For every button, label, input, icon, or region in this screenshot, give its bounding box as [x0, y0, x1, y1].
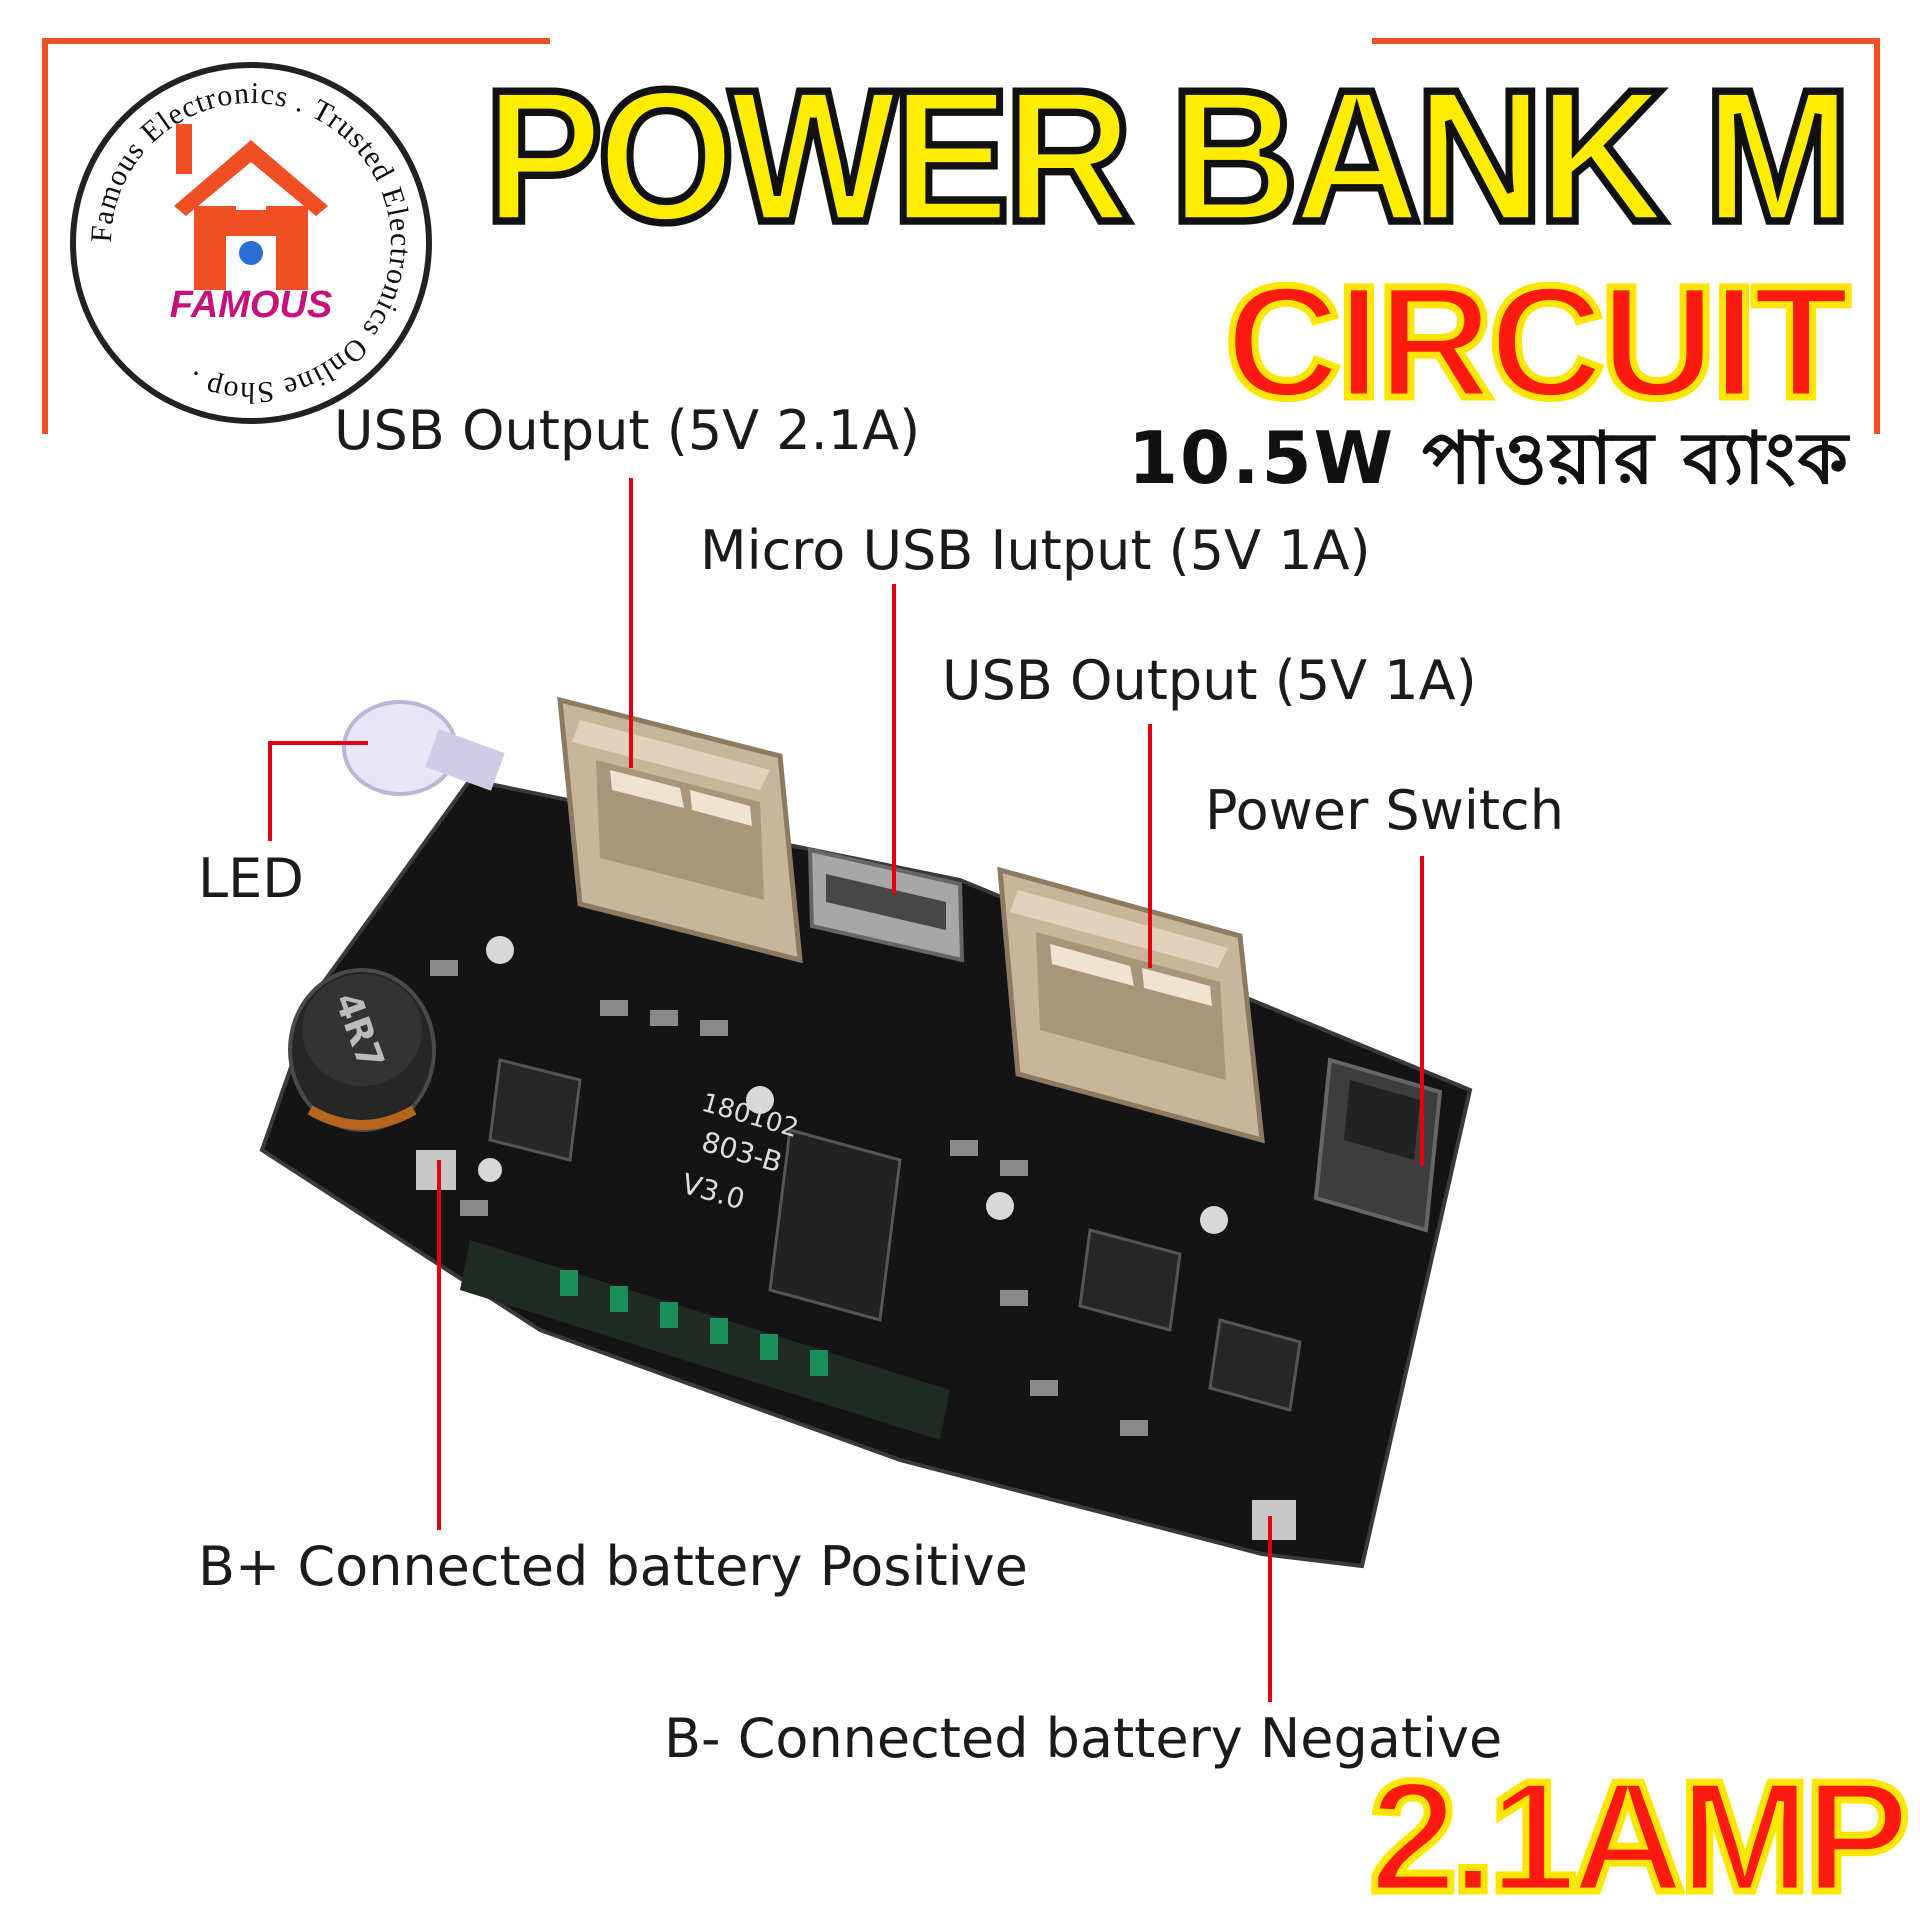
title-sub: CIRCUIT: [1222, 252, 1854, 431]
label-usb-output-1a: USB Output (5V 1A): [942, 649, 1477, 712]
usb-port-1a: [997, 866, 1265, 1144]
b-minus-pad: [1252, 1500, 1296, 1540]
pointer-power-switch: [1420, 856, 1424, 1166]
label-b-plus: B+ Connected battery Positive: [198, 1535, 1028, 1598]
smd-components: [430, 960, 1148, 1436]
label-led: LED: [198, 847, 304, 910]
pointer-led-v: [268, 741, 272, 841]
label-power-switch: Power Switch: [1205, 779, 1564, 842]
ic-chip-3: [1208, 1318, 1302, 1412]
ic-chip-1: [488, 1058, 582, 1162]
logo-brand-name: FAMOUS: [169, 284, 333, 326]
ic-chip-2: [1078, 1228, 1182, 1332]
title-bengali: 10.5W পাওয়ার ব্যাংক: [1127, 416, 1850, 500]
house-icon: [174, 124, 328, 290]
label-b-minus: B- Connected battery Negative: [664, 1707, 1503, 1770]
pointer-b-minus: [1268, 1516, 1272, 1702]
frame-left: [42, 38, 48, 434]
power-switch-component: [1313, 1057, 1443, 1233]
micro-usb-port: [807, 847, 965, 963]
usb-port-2a: [557, 696, 803, 964]
pointer-usb-2a: [629, 478, 633, 768]
pointer-led-h: [268, 741, 368, 745]
logo-tagline: ELECTRONICS: [191, 326, 311, 343]
ic-chip-main: [768, 1128, 902, 1322]
frame-top-left: [42, 38, 550, 44]
pointer-micro-usb: [892, 584, 896, 894]
frame-top-right: [1372, 38, 1880, 44]
frame-right: [1874, 38, 1880, 434]
b-plus-pad: [416, 1150, 456, 1190]
label-micro-usb-input: Micro USB Iutput (5V 1A): [700, 519, 1371, 582]
pointer-usb-1a: [1148, 724, 1152, 968]
label-usb-output-2a: USB Output (5V 2.1A): [334, 399, 921, 462]
mounting-holes: [478, 936, 1228, 1234]
rating-badge: 2.1AMP: [1366, 1749, 1914, 1925]
shop-logo: Famous Electronics . Trusted Electronics…: [70, 62, 432, 424]
pointer-b-plus: [437, 1160, 441, 1530]
pcb-edge: [460, 1240, 950, 1440]
edge-contacts: [560, 1270, 828, 1376]
title-main: POWER BANK M: [481, 50, 1856, 262]
